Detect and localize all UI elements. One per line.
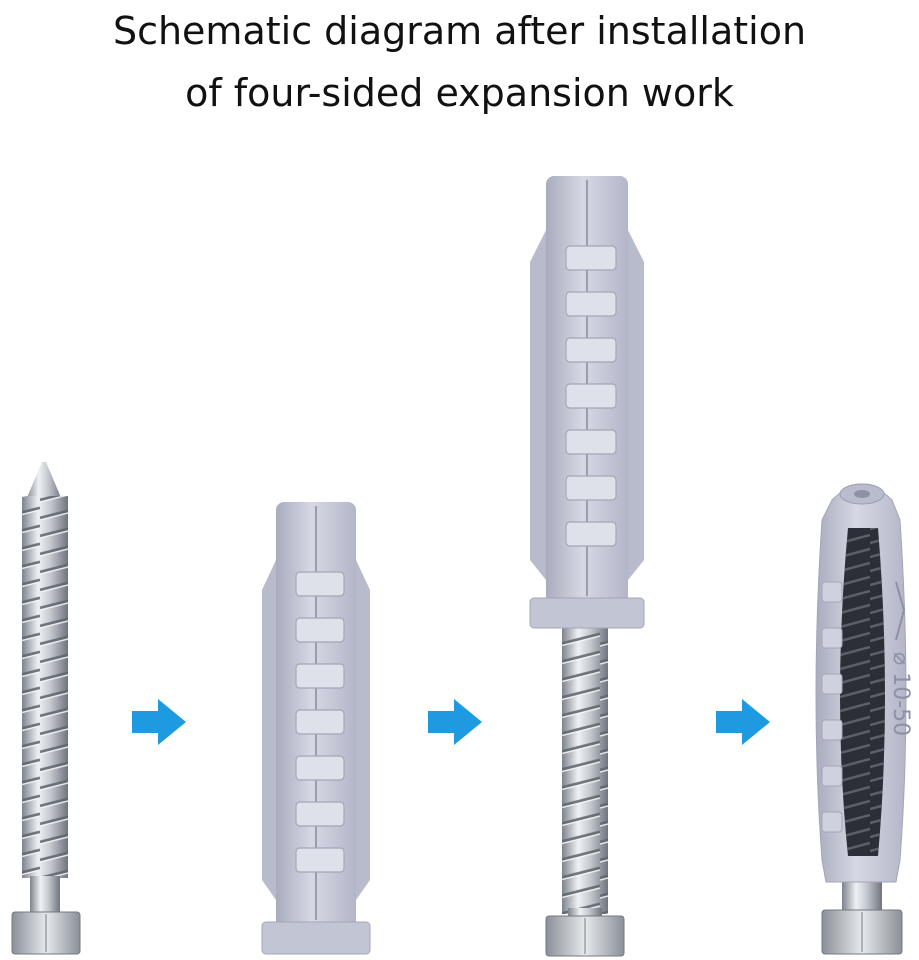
title-line-2: of four-sided expansion work: [185, 71, 734, 115]
title-line-1: Schematic diagram after installation: [112, 9, 807, 53]
arrow-right-icon: [428, 699, 482, 745]
expanded-anchor-stage-4: ⌀ 10-50: [815, 483, 913, 955]
arrow-right-icon: [132, 699, 186, 745]
arrow-right-icon: [716, 699, 770, 745]
anchor-size-marking: ⌀ 10-50: [888, 652, 913, 736]
anchor-stage-2: [261, 502, 371, 955]
diagram-title: Schematic diagram after installation of …: [0, 0, 919, 124]
screw-stage-1: [11, 462, 81, 955]
assembly-stage-3: [529, 176, 645, 957]
